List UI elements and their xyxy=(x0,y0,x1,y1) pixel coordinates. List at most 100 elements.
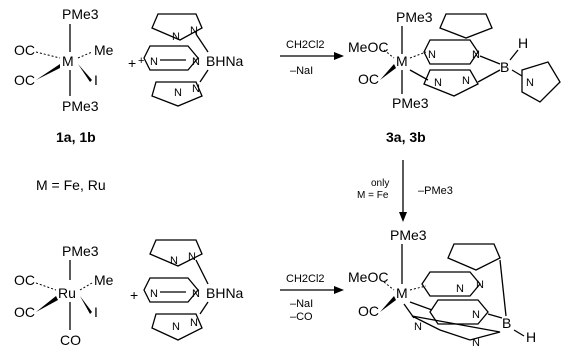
arrowhead xyxy=(334,52,344,60)
bond xyxy=(509,49,519,61)
ring xyxy=(423,39,479,65)
plus-sign: + xyxy=(128,55,136,71)
bond xyxy=(199,301,209,315)
arrow-1-solvent: CH2Cl2 xyxy=(286,39,325,51)
wedge-bond xyxy=(380,64,396,80)
complex-2-oc-bottom: OC xyxy=(14,304,35,320)
complex-1-iodide: I xyxy=(94,72,98,88)
plus-sign: + xyxy=(130,287,138,303)
ring xyxy=(151,313,203,341)
bond xyxy=(79,282,93,291)
wedge-bond xyxy=(380,296,396,312)
product-4-top-ligand: PMe3 xyxy=(390,227,427,243)
ring xyxy=(429,299,489,325)
ring-n: N xyxy=(472,49,480,61)
product-4-metal: M xyxy=(396,285,408,301)
bond xyxy=(477,69,501,83)
product-3-top-ligand: PMe3 xyxy=(396,9,433,25)
ring-n: N xyxy=(456,283,464,295)
ring xyxy=(149,239,203,267)
ring xyxy=(447,243,501,271)
complex-1-oc-top: OC xyxy=(14,42,35,58)
complex-2: PMe3 OC Ru Me OC I CO xyxy=(14,243,114,348)
product-3-oc: OC xyxy=(358,71,379,87)
metal-definition: M = Fe, Ru xyxy=(36,177,106,193)
bond xyxy=(409,285,427,291)
ring-n: N xyxy=(188,251,196,263)
product-3-bottom-ligand: PMe3 xyxy=(392,95,429,111)
bond xyxy=(513,329,525,337)
complex-1-metal: M xyxy=(62,53,74,69)
ring-n: N xyxy=(462,75,470,87)
bond xyxy=(487,313,503,319)
wedge-bond xyxy=(80,296,92,314)
complex-2-bottom-ligand: CO xyxy=(60,332,81,348)
complex-2-iodide: I xyxy=(94,304,98,320)
ring-n: N xyxy=(476,279,484,291)
complex-2-me: Me xyxy=(94,272,114,288)
product-3-hydrogen: H xyxy=(518,35,528,51)
product-3: PMe3 MeOC M OC PMe3 N N N N B H N xyxy=(348,9,561,111)
ring xyxy=(421,271,481,297)
compound-label-1: 1a, 1b xyxy=(56,129,96,145)
ring xyxy=(151,13,203,41)
ring-n: N xyxy=(150,56,158,68)
ring-n: N xyxy=(190,317,198,329)
ring-n: N xyxy=(192,83,200,95)
vertical-arrow-reagent: –PMe3 xyxy=(418,185,453,197)
complex-1-top-ligand: PMe3 xyxy=(62,6,99,22)
arrowhead xyxy=(399,212,407,222)
tris-triazolylborate-reagent: N N + N N BHNa N N xyxy=(138,13,244,107)
ring-n: N xyxy=(172,31,180,43)
ring-n: N xyxy=(150,288,158,300)
complex-2-top-ligand: PMe3 xyxy=(62,243,99,259)
ring-n: N xyxy=(192,288,200,300)
ring-n: N xyxy=(190,25,198,37)
bond xyxy=(403,303,415,319)
complex-1: PMe3 OC M Me OC I PMe3 xyxy=(14,6,114,114)
ring-n: N xyxy=(174,87,182,99)
ring-n: N xyxy=(434,77,442,89)
complex-1-oc-bottom: OC xyxy=(14,72,35,88)
arrow-2-byproduct-1: –NaI xyxy=(290,298,313,310)
ring-n: N xyxy=(170,255,178,267)
bond xyxy=(199,69,209,83)
complex-2-oc-top: OC xyxy=(14,272,35,288)
product-4-acyl: MeOC xyxy=(348,269,388,285)
ring-n: N xyxy=(172,321,180,333)
bond xyxy=(35,51,61,59)
reagent-boron: BHNa xyxy=(206,53,244,69)
product-3-acyl: MeOC xyxy=(348,39,388,55)
bond xyxy=(35,282,57,291)
vertical-arrow-condition-1: only xyxy=(371,178,389,189)
wedge-bond xyxy=(36,296,58,312)
ring xyxy=(439,13,493,39)
product-4-oc: OC xyxy=(358,303,379,319)
ring-n: N xyxy=(428,49,436,61)
tris-triazolylborate-reagent-2: N N N N BHNa N N xyxy=(143,239,244,341)
vertical-arrow-condition-2: M = Fe xyxy=(357,190,389,201)
ring xyxy=(151,81,203,107)
arrow-1-byproduct: –NaI xyxy=(290,65,313,77)
plus-charge: + xyxy=(138,55,144,67)
complex-1-bottom-ligand: PMe3 xyxy=(62,98,99,114)
arrow-2-solvent: CH2Cl2 xyxy=(286,273,325,285)
ring xyxy=(423,69,479,97)
reagent-2-boron: BHNa xyxy=(206,285,244,301)
reaction-arrow-vertical: only M = Fe –PMe3 xyxy=(357,160,453,222)
compound-label-3: 3a, 3b xyxy=(386,129,426,145)
ring xyxy=(411,315,501,341)
ring-n: N xyxy=(526,77,534,89)
product-4-boron: B xyxy=(502,315,511,331)
bond xyxy=(409,51,427,59)
bond xyxy=(195,259,209,285)
ring-n: N xyxy=(472,309,480,321)
ring-n: N xyxy=(414,321,422,333)
product-3-metal: M xyxy=(396,53,408,69)
ring-n: N xyxy=(472,337,480,349)
product-4-hydrogen: H xyxy=(526,329,536,345)
product-3-boron: B xyxy=(500,59,509,75)
bond xyxy=(383,281,395,291)
ring xyxy=(521,61,561,103)
